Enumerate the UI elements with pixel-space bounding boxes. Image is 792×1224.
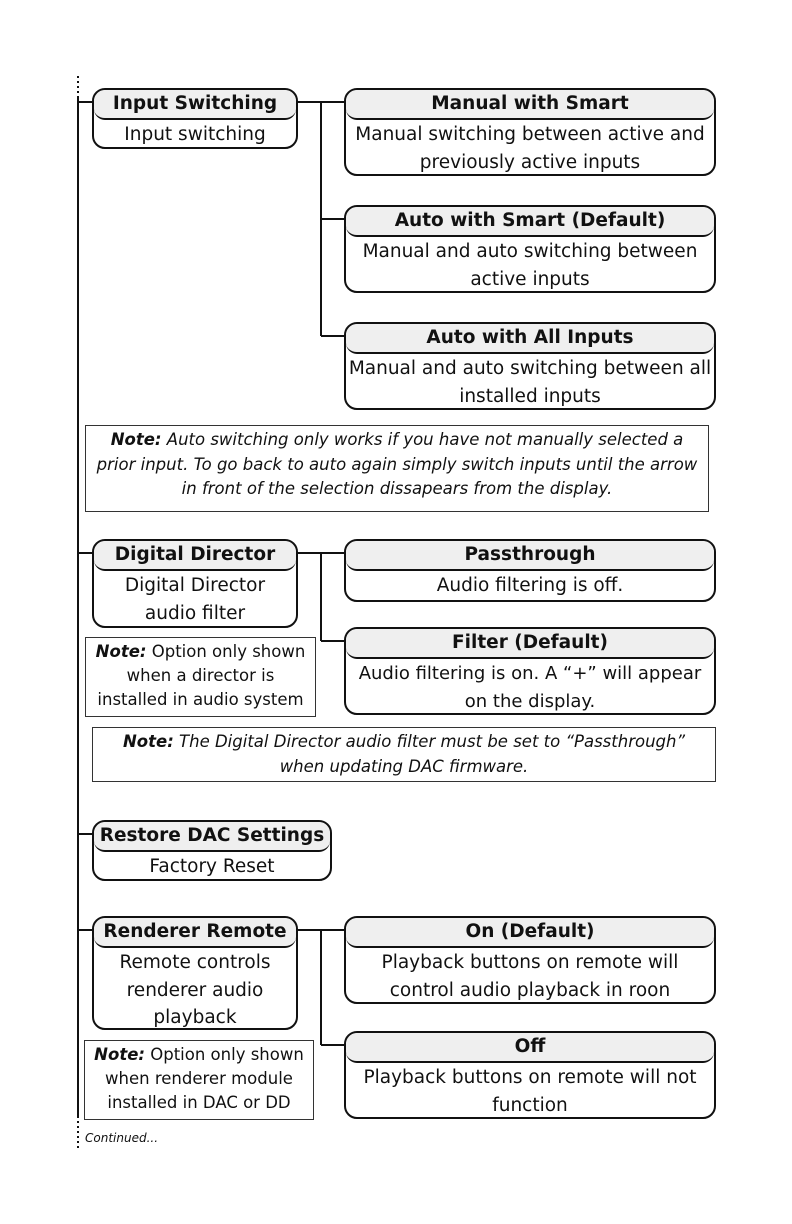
input-switching-desc: Input switching (124, 124, 266, 145)
option-desc: Manual and auto switching between all in… (348, 358, 712, 407)
renderer-remote-box: Renderer Remote Remote controls renderer… (92, 916, 298, 1030)
option-desc: Manual switching between active and prev… (355, 124, 705, 173)
input-switching-box: Input Switching Input switching (92, 88, 298, 149)
option-auto-with-all-inputs: Auto with All Inputs Manual and auto swi… (344, 322, 716, 410)
input-switching-title: Input Switching (94, 90, 296, 120)
option-desc: Playback buttons on remote will control … (381, 952, 679, 1001)
option-off: Off Playback buttons on remote will not … (344, 1031, 716, 1119)
option-passthrough: Passthrough Audio filtering is off. (344, 539, 716, 602)
note-label: Note: (94, 1045, 145, 1064)
option-title: On (Default) (346, 918, 714, 948)
option-desc: Audio filtering is on. A “+” will appear… (358, 663, 702, 712)
restore-dac-settings-desc: Factory Reset (149, 856, 275, 877)
note-label: Note: (110, 430, 162, 449)
note-text: The Digital Director audio filter must b… (179, 732, 686, 776)
continued-label: Continued... (85, 1131, 159, 1145)
renderer-remote-desc: Remote controls renderer audio playback (119, 952, 271, 1028)
renderer-remote-title: Renderer Remote (94, 918, 296, 948)
note-label: Note: (122, 732, 174, 751)
option-title: Filter (Default) (346, 629, 714, 659)
option-desc: Playback buttons on remote will not func… (363, 1067, 697, 1116)
director-firmware-note: Note: The Digital Director audio filter … (92, 727, 716, 782)
input-switching-note: Note: Auto switching only works if you h… (85, 425, 709, 512)
note-text: Auto switching only works if you have no… (96, 430, 698, 498)
director-side-note: Note: Option only shown when a director … (85, 637, 316, 717)
option-title: Manual with Smart (346, 90, 714, 120)
digital-director-desc: Digital Director audio filter (124, 575, 266, 624)
option-auto-with-smart: Auto with Smart (Default) Manual and aut… (344, 205, 716, 293)
option-title: Auto with All Inputs (346, 324, 714, 354)
option-manual-with-smart: Manual with Smart Manual switching betwe… (344, 88, 716, 176)
restore-dac-settings-title: Restore DAC Settings (94, 822, 330, 852)
note-text: Option only shown when a director is ins… (97, 642, 306, 709)
note-label: Note: (95, 642, 147, 661)
renderer-side-note: Note: Option only shown when renderer mo… (84, 1040, 314, 1120)
option-desc: Audio filtering is off. (436, 575, 624, 596)
option-title: Off (346, 1033, 714, 1063)
option-title: Auto with Smart (Default) (346, 207, 714, 237)
digital-director-title: Digital Director (94, 541, 296, 571)
option-desc: Manual and auto switching between active… (362, 241, 698, 290)
digital-director-box: Digital Director Digital Director audio … (92, 539, 298, 628)
note-text: Option only shown when renderer module i… (105, 1045, 304, 1112)
restore-dac-settings-box: Restore DAC Settings Factory Reset (92, 820, 332, 881)
option-title: Passthrough (346, 541, 714, 571)
option-on-default: On (Default) Playback buttons on remote … (344, 916, 716, 1004)
option-filter-default: Filter (Default) Audio filtering is on. … (344, 627, 716, 715)
